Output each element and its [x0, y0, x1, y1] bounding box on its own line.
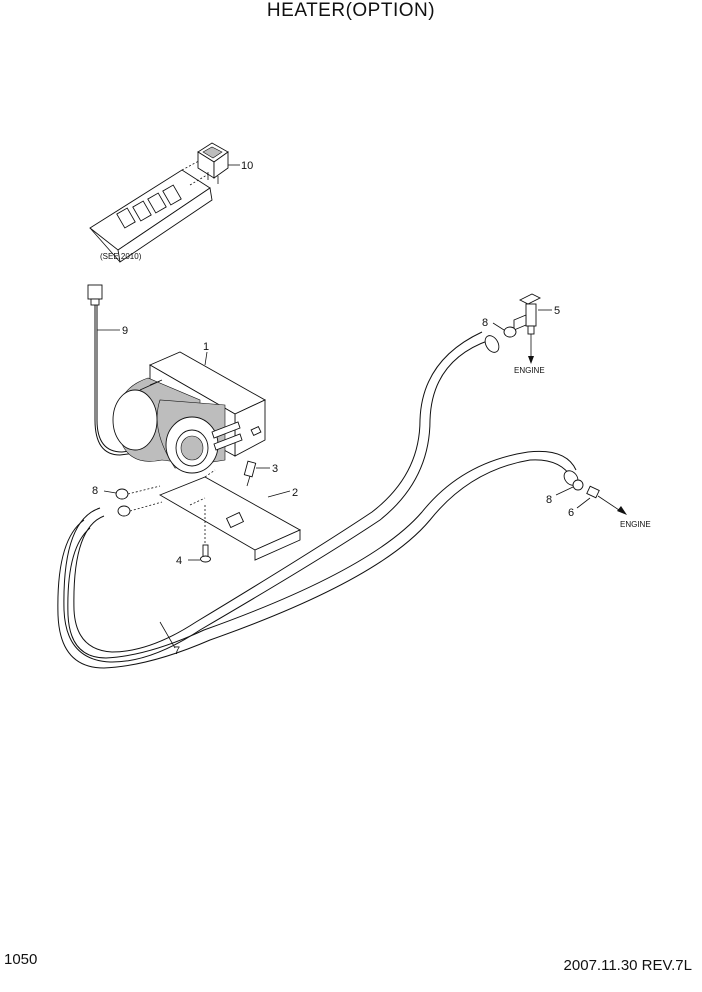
callout-7: 7 [174, 645, 180, 657]
page-title: HEATER(OPTION) [266, 0, 436, 21]
callout-5: 5 [554, 305, 560, 317]
callout-9: 9 [122, 325, 128, 337]
callout-1: 1 [203, 341, 209, 353]
revision-date: 2007.11.30 REV.7L [563, 957, 692, 974]
switch-panel-drawing [89, 154, 213, 263]
heater-unit-drawing [112, 351, 266, 474]
engine-label-upper: ENGINE [514, 366, 545, 375]
leader-2 [267, 490, 291, 498]
wire-harness-drawing [87, 284, 161, 456]
callout-3: 3 [272, 463, 278, 475]
callout-8-lower: 8 [546, 494, 552, 506]
leader-1 [204, 351, 208, 366]
engine-arrowhead-lower [617, 506, 627, 515]
fitting-drawing [243, 460, 257, 487]
engine-label-lower: ENGINE [620, 520, 651, 529]
leader-7 [159, 621, 176, 649]
page-number: 1050 [4, 951, 38, 968]
leader-6 [576, 497, 591, 509]
rocker-switch-drawing [197, 142, 229, 184]
valve-drawing [503, 293, 542, 338]
clamp-drawing-left [115, 485, 163, 517]
engine-arrowhead-upper [528, 356, 534, 364]
callout-8-left: 8 [92, 485, 98, 497]
hose-drawing [57, 331, 579, 669]
callout-2: 2 [292, 487, 298, 499]
bracket-drawing [158, 469, 302, 561]
callout-6: 6 [568, 507, 574, 519]
leader-8-left [103, 490, 117, 494]
bolt-drawing [200, 505, 211, 563]
leader-8-upper [492, 322, 505, 331]
callout-8-upper: 8 [482, 317, 488, 329]
callout-10: 10 [241, 160, 253, 172]
leader-8-lower [555, 486, 574, 496]
callout-4: 4 [176, 555, 182, 567]
see-reference-note: (SEE 2010) [100, 252, 142, 261]
engine-arrow-lower [597, 495, 623, 513]
lower-fitting-drawing [572, 479, 600, 499]
